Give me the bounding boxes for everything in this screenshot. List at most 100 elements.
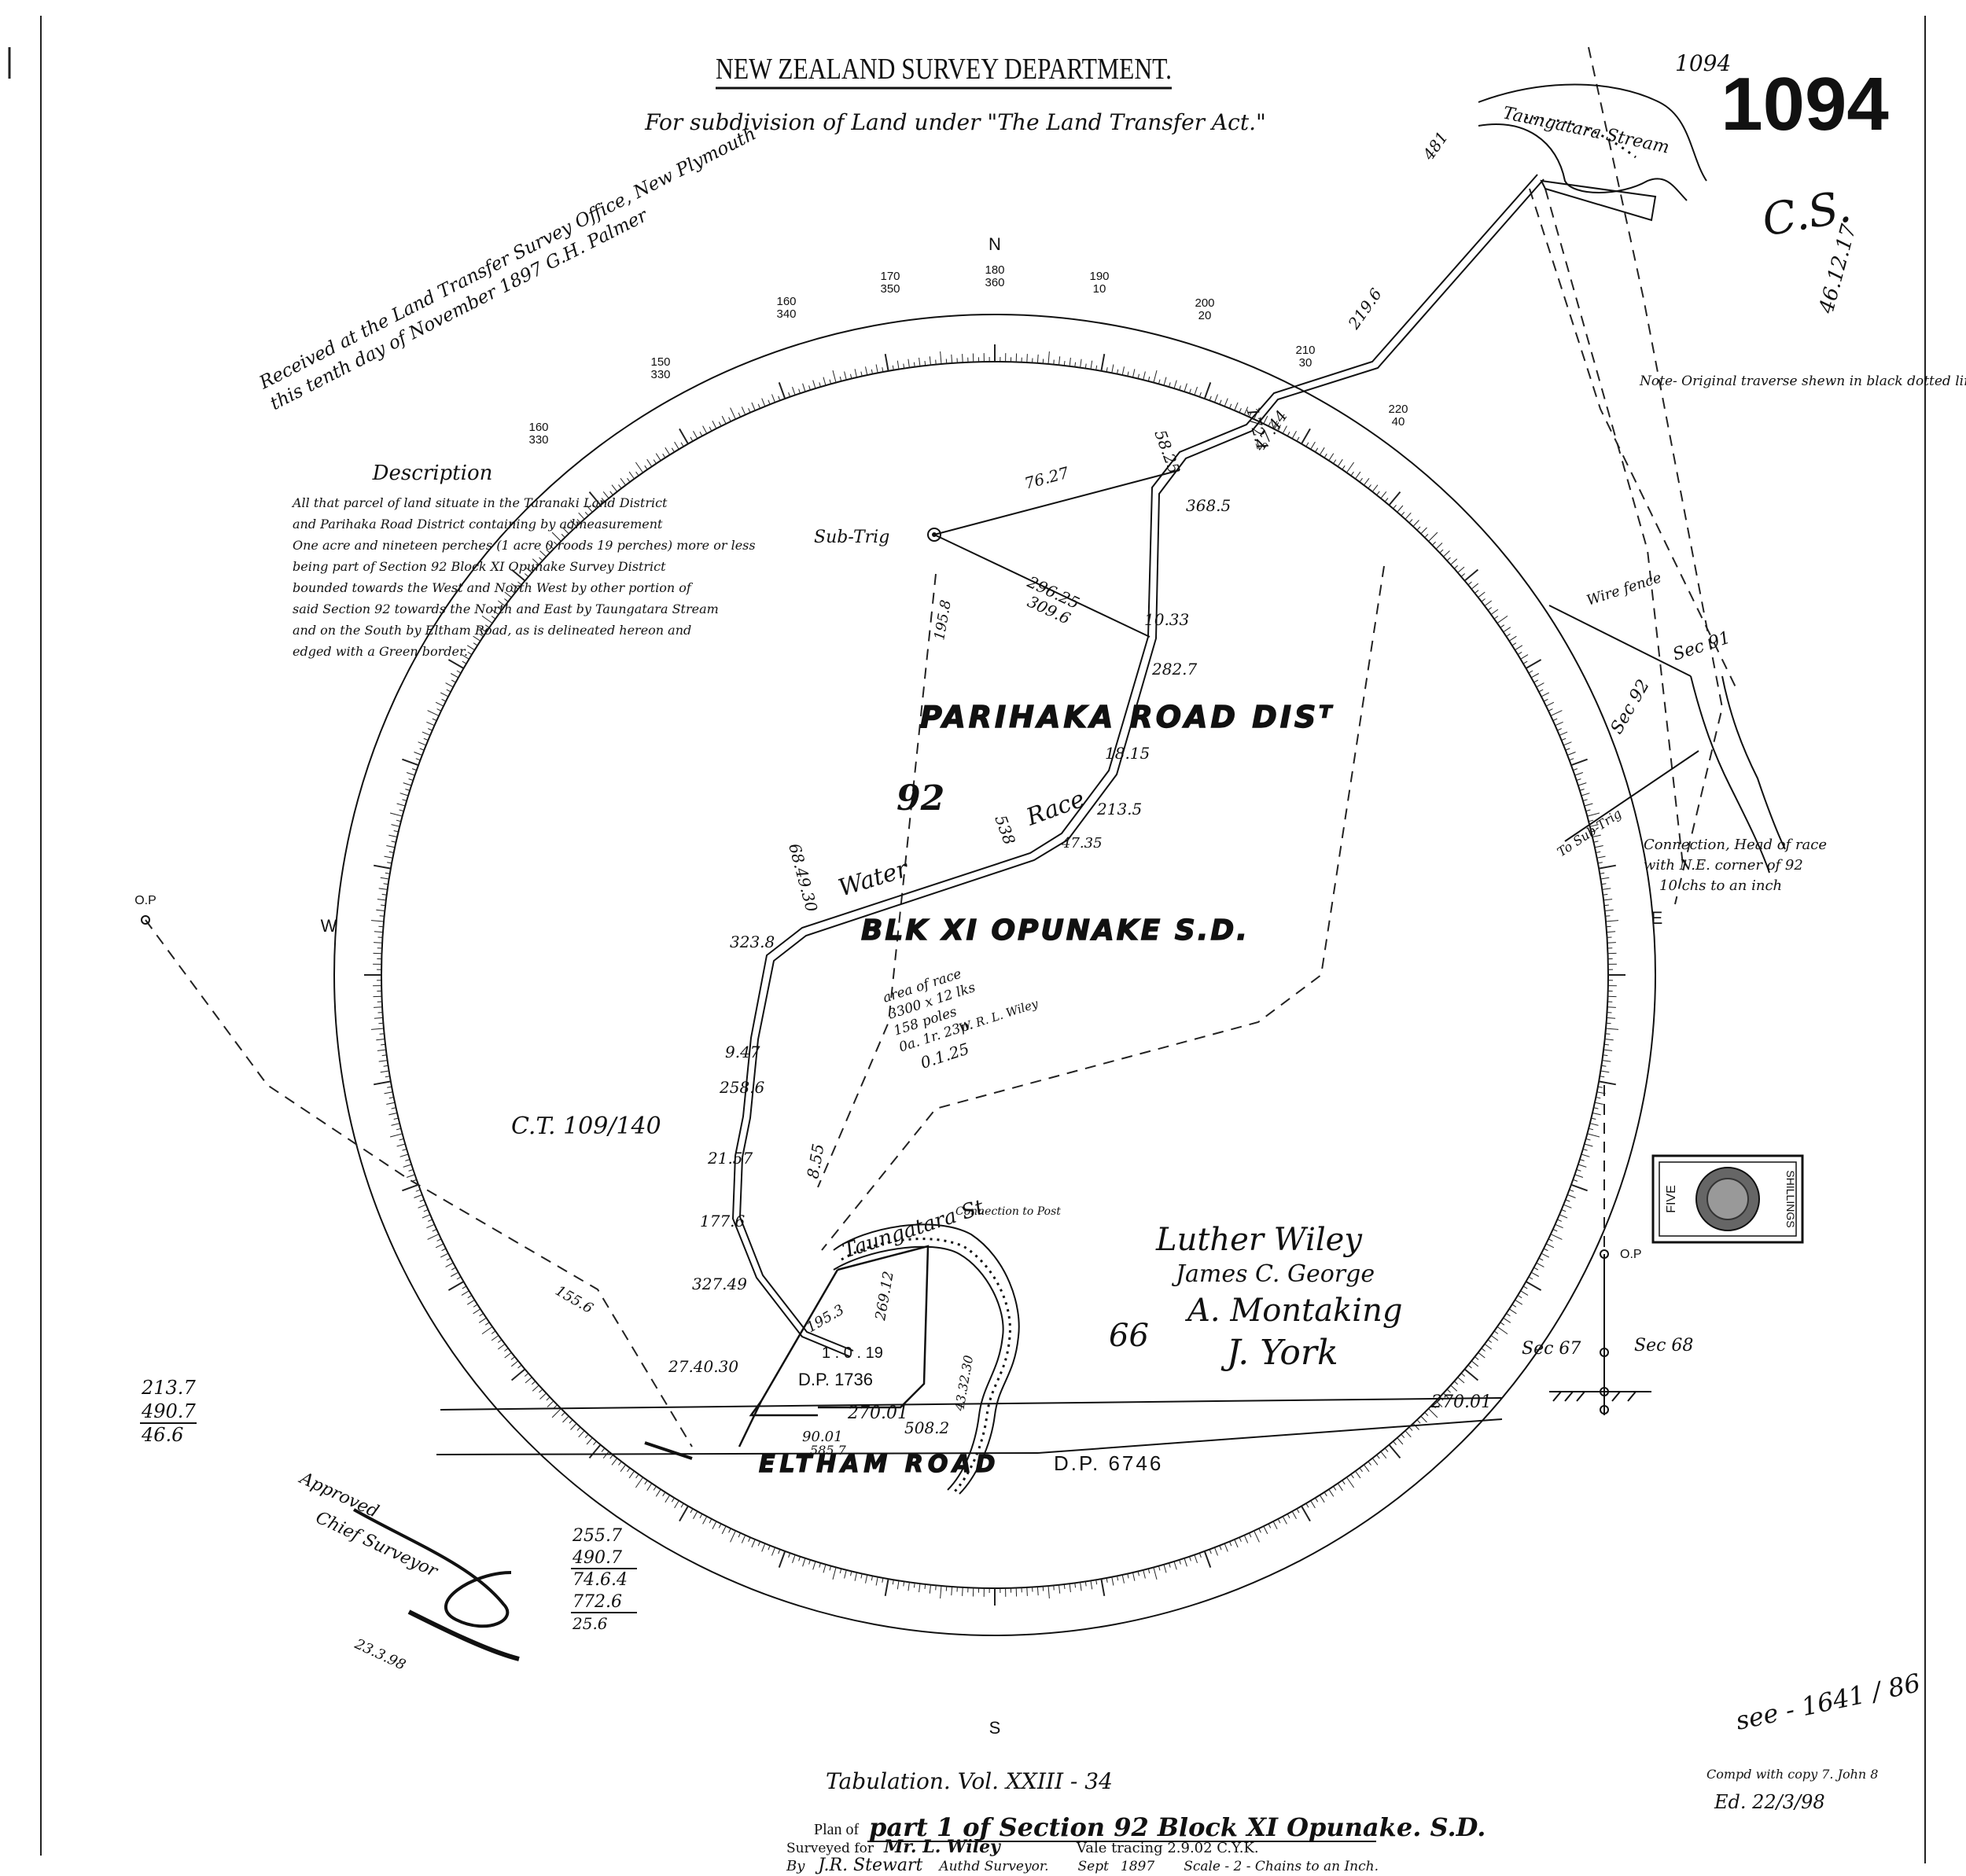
protractor-tick xyxy=(850,373,852,379)
ring-label: 350 xyxy=(880,282,900,296)
protractor-tick xyxy=(609,1455,613,1459)
protractor-tick xyxy=(1163,1564,1167,1573)
protractor-tick xyxy=(1239,1537,1242,1543)
protractor-tick xyxy=(419,748,425,751)
protractor-tick xyxy=(1036,354,1039,363)
bearing-label: 47.35 xyxy=(1061,835,1103,852)
protractor-tick xyxy=(436,1238,442,1241)
protractor-tick xyxy=(1603,1054,1608,1057)
protractor-tick xyxy=(1359,1467,1363,1473)
protractor-tick xyxy=(1371,1458,1379,1466)
protractor-tick xyxy=(1579,789,1585,791)
protractor-tick xyxy=(1515,645,1523,651)
stream-detail-right xyxy=(1548,605,1786,874)
bearing-label: 18.15 xyxy=(1105,744,1150,763)
eltham-road-lines xyxy=(436,1397,1503,1460)
protractor-tick xyxy=(1169,1562,1171,1568)
protractor-tick xyxy=(1111,1576,1114,1586)
protractor-tick xyxy=(702,425,708,434)
protractor-tick xyxy=(1147,376,1151,381)
ring-label: 170 xyxy=(880,270,900,283)
protractor-tick xyxy=(1490,1335,1499,1341)
protractor-tick xyxy=(547,1400,554,1407)
protractor-tick xyxy=(738,412,741,418)
bearing-label: 508.2 xyxy=(904,1418,949,1437)
connection-note-2: with N.E. corner of 92 xyxy=(1644,857,1803,874)
protractor-tick xyxy=(1576,1169,1581,1172)
protractor-tick xyxy=(832,370,837,383)
protractor-tick xyxy=(778,382,786,399)
protractor-tick xyxy=(1305,1503,1309,1508)
protractor-tick xyxy=(646,1483,653,1492)
protractor-tick xyxy=(1364,477,1370,486)
protractor-tick xyxy=(1100,1579,1106,1596)
protractor-tick xyxy=(1219,399,1222,405)
protractor-tick xyxy=(913,362,915,367)
protractor-tick xyxy=(1561,1209,1567,1212)
protractor-tick xyxy=(531,1381,536,1385)
protractor-tick xyxy=(1350,1473,1354,1479)
protractor-tick xyxy=(1376,491,1380,495)
protractor-tick xyxy=(1424,534,1429,539)
by-label: By xyxy=(786,1858,805,1874)
protractor-tick xyxy=(422,1214,431,1219)
protractor-tick xyxy=(578,1430,585,1438)
protractor-tick xyxy=(524,573,529,577)
protractor-tick xyxy=(539,557,543,561)
protractor-tick xyxy=(380,877,389,880)
sec68-label: Sec 68 xyxy=(1634,1336,1693,1356)
protractor-tick xyxy=(1198,1553,1202,1558)
protractor-tick xyxy=(391,824,400,827)
protractor-tick xyxy=(399,1153,409,1157)
protractor-tick xyxy=(823,377,827,386)
protractor-tick xyxy=(628,1470,635,1479)
protractor-tick xyxy=(788,1553,791,1558)
protractor-tick xyxy=(554,1404,558,1409)
protractor-tick xyxy=(525,566,532,573)
protractor-tick xyxy=(1581,793,1590,796)
protractor-tick xyxy=(406,772,415,776)
protractor-tick xyxy=(1457,566,1465,573)
protractor-tick xyxy=(627,1467,631,1473)
svg-text:255.7: 255.7 xyxy=(572,1526,622,1546)
protractor-tick xyxy=(1581,1153,1590,1157)
protractor-tick xyxy=(1224,398,1228,406)
protractor-tick xyxy=(1147,1569,1151,1574)
protractor-tick xyxy=(1291,430,1297,440)
protractor-tick xyxy=(1090,360,1093,370)
survey-date-month: Sept xyxy=(1077,1859,1109,1874)
protractor-tick xyxy=(497,607,503,611)
protractor-ring xyxy=(333,314,1656,1636)
protractor-tick xyxy=(435,701,444,707)
bearing-label: 27.40.30 xyxy=(668,1357,738,1376)
protractor-tick xyxy=(1467,581,1472,586)
protractor-tick xyxy=(422,731,431,736)
protractor-tick xyxy=(1053,1585,1055,1591)
protractor-tick xyxy=(1487,607,1493,611)
protractor-tick xyxy=(1587,1133,1600,1138)
subtitle: For subdivision of Land under "The Land … xyxy=(644,109,1266,135)
protractor-tick xyxy=(1346,1477,1355,1488)
svg-text:46.6: 46.6 xyxy=(141,1424,183,1446)
protractor-tick xyxy=(1095,1580,1098,1585)
protractor-tick xyxy=(376,1039,385,1041)
protractor-tick xyxy=(1106,1577,1108,1583)
protractor-tick xyxy=(788,392,791,397)
protractor-tick xyxy=(402,1149,407,1151)
protractor-tick xyxy=(1111,364,1114,373)
protractor-tick xyxy=(1203,382,1212,399)
protractor-tick xyxy=(1589,1123,1599,1126)
protractor-tick xyxy=(627,477,631,483)
protractor-tick xyxy=(423,738,429,741)
protractor-tick xyxy=(517,581,522,586)
surveyed-for-value: Mr. L. Wiley xyxy=(884,1837,1000,1857)
protractor-tick xyxy=(1401,511,1405,517)
protractor-tick xyxy=(391,841,396,843)
protractor-tick xyxy=(1573,768,1578,771)
protractor-tick xyxy=(680,442,684,447)
protractor-tick xyxy=(384,855,393,859)
protractor-tick xyxy=(1333,1486,1337,1491)
protractor-tick xyxy=(383,883,388,885)
department-title: NEW ZEALAND SURVEY DEPARTMENT. xyxy=(716,53,1172,86)
protractor-tick xyxy=(1561,738,1567,741)
